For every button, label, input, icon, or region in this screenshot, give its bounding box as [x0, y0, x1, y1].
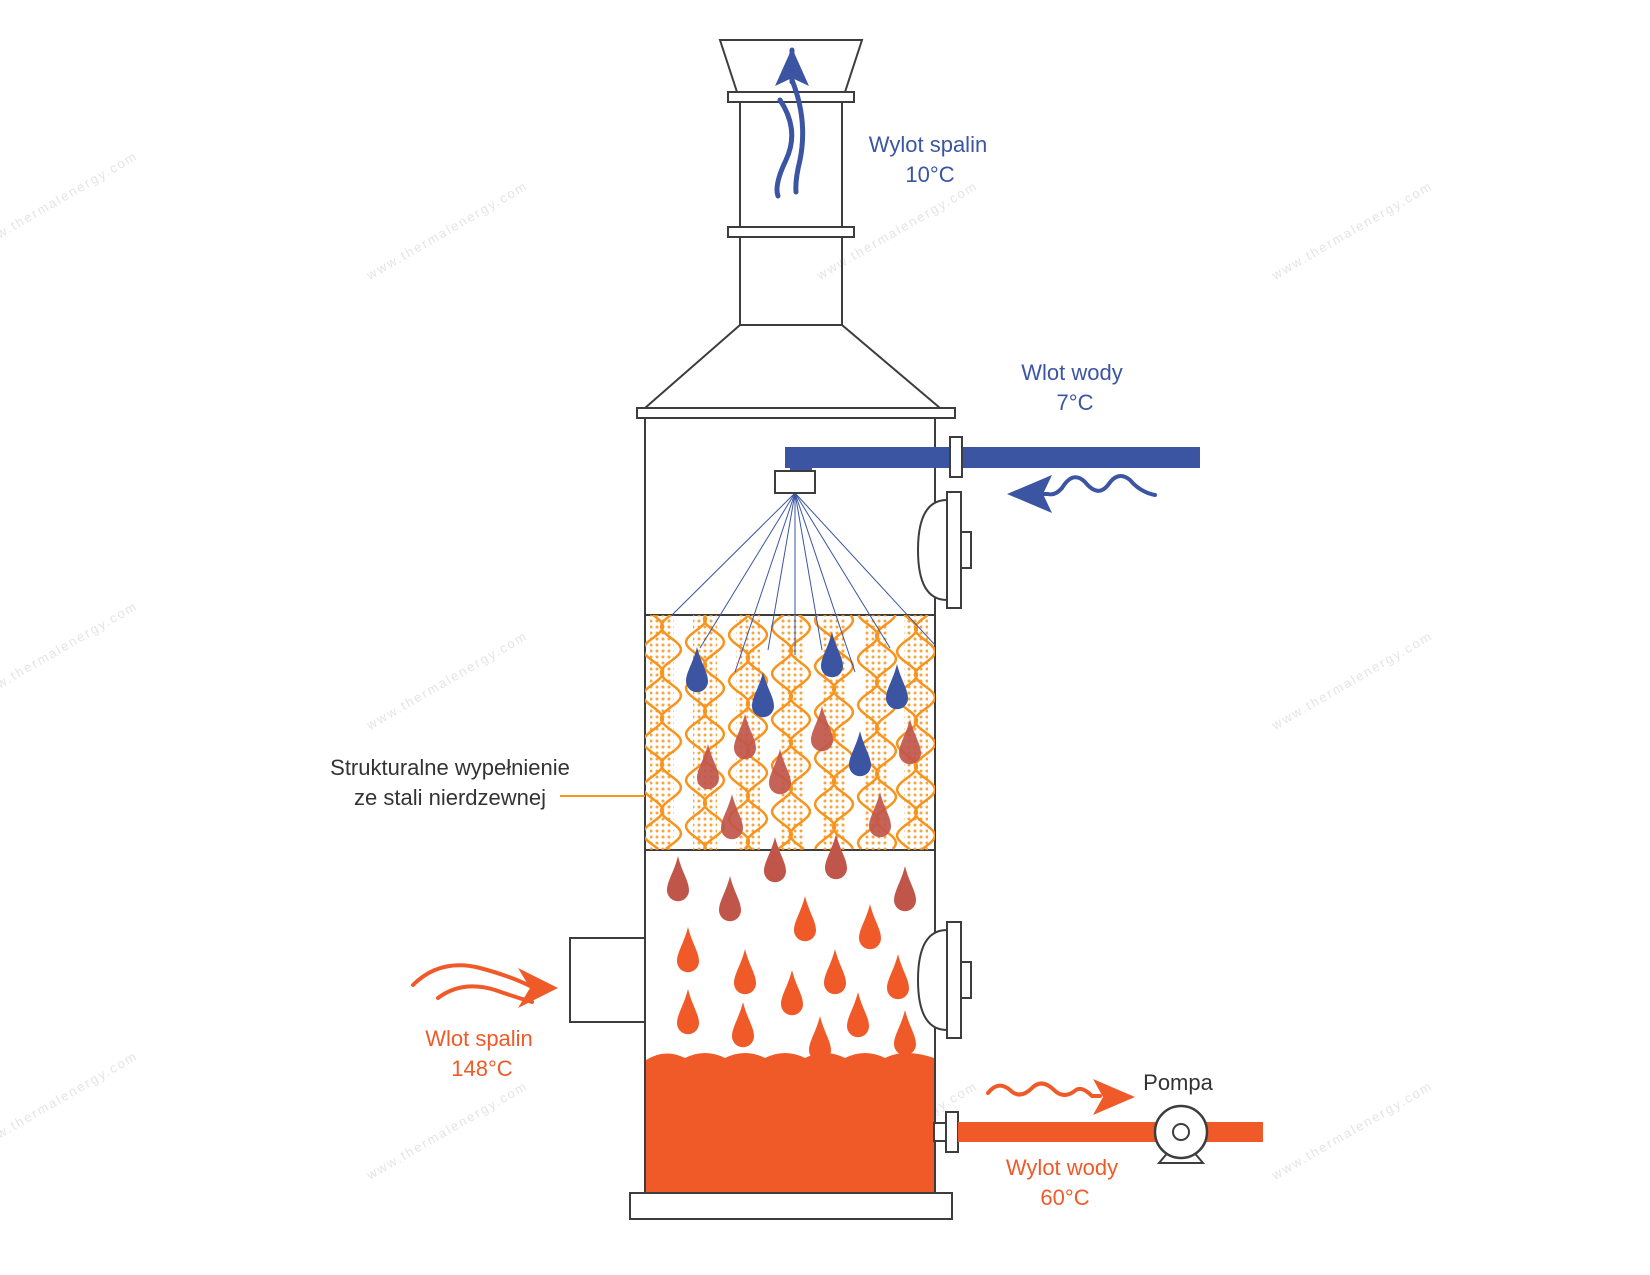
spray-line	[671, 492, 796, 616]
stack-pipe-lower	[739, 236, 843, 326]
spray-cone	[671, 492, 936, 673]
spray-line	[767, 492, 796, 651]
water-inlet-title: Wlot wody	[1021, 360, 1122, 385]
droplet	[869, 792, 891, 838]
exhaust-outlet-arrow	[774, 47, 809, 199]
exhaust-outlet-title: Wylot spalin	[869, 132, 987, 157]
droplet	[764, 837, 786, 883]
watermark: www.thermalenergy.com	[1268, 1078, 1435, 1183]
droplet	[734, 949, 756, 995]
droplet	[667, 856, 689, 902]
droplet	[811, 706, 833, 752]
droplet	[825, 834, 847, 880]
hot-water-sump	[646, 1053, 934, 1192]
droplet	[821, 632, 843, 678]
droplet	[794, 896, 816, 942]
droplet	[677, 927, 699, 973]
exhaust-inlet-temp: 148°C	[451, 1056, 513, 1081]
stack-cone	[642, 324, 943, 409]
label-water-inlet: Wlot wody 7°C	[1021, 360, 1122, 415]
spray-line	[699, 492, 796, 649]
watermark: www.thermalenergy.com	[0, 148, 140, 253]
label-packing: Strukturalne wypełnienie ze stali nierdz…	[330, 755, 570, 810]
exhaust-inlet-duct	[569, 937, 646, 1023]
exhaust-stack	[636, 39, 956, 419]
label-water-outlet: Wylot wody 60°C	[1006, 1155, 1118, 1210]
water-outlet-arrow	[986, 1079, 1135, 1115]
packing-wave	[788, 615, 812, 850]
droplet	[732, 1002, 754, 1048]
droplet	[719, 876, 741, 922]
droplet	[781, 970, 803, 1016]
droplet	[769, 749, 791, 795]
droplet	[899, 719, 921, 765]
droplet	[894, 866, 916, 912]
droplet	[849, 731, 871, 777]
spray-line	[794, 492, 891, 649]
droplet	[886, 664, 908, 710]
droplet	[734, 714, 756, 760]
droplet	[752, 672, 774, 718]
packing-wave	[659, 615, 683, 850]
stack-flange-bottom	[727, 226, 855, 238]
droplet	[809, 1016, 831, 1062]
watermark: www.thermalenergy.com	[1268, 178, 1435, 283]
exhaust-inlet-arrow	[411, 963, 558, 1008]
outlet-pipe	[958, 1122, 1263, 1142]
droplet	[894, 1010, 916, 1056]
droplet	[721, 794, 743, 840]
watermark: www.thermalenergy.com	[0, 1048, 140, 1153]
pump-icon	[1153, 1104, 1209, 1164]
exhaust-outlet-temp: 10°C	[905, 162, 954, 187]
inlet-flange	[949, 436, 963, 478]
droplets	[667, 632, 921, 1062]
spray-line	[794, 492, 856, 673]
watermark: www.thermalenergy.com	[363, 178, 530, 283]
column-base	[629, 1192, 953, 1220]
outlet-flange	[945, 1111, 959, 1153]
droplet	[697, 744, 719, 790]
packing-wave	[745, 615, 769, 850]
spray-line	[734, 492, 796, 673]
label-exhaust-inlet: Wlot spalin 148°C	[425, 1026, 533, 1081]
exhaust-inlet-title: Wlot spalin	[425, 1026, 533, 1051]
manhole-upper	[916, 491, 972, 609]
spray-line	[794, 492, 823, 651]
spray-nozzle	[774, 470, 816, 494]
column-top-flange	[636, 407, 956, 419]
watermark: www.thermalenergy.com	[1268, 628, 1435, 733]
watermark: www.thermalenergy.com	[363, 1078, 530, 1183]
water-outlet-pipe	[933, 1111, 1263, 1153]
spray-line	[794, 492, 936, 646]
packing-section	[644, 614, 936, 851]
manhole-lower	[916, 921, 972, 1039]
pump-label: Pompa	[1143, 1070, 1213, 1095]
droplet	[887, 954, 910, 1000]
packing-title: Strukturalne wypełnienie	[330, 755, 570, 780]
label-pump: Pompa	[1143, 1070, 1213, 1095]
watermark: www.thermalenergy.com	[363, 628, 530, 733]
label-exhaust-outlet: Wylot spalin 10°C	[869, 132, 987, 187]
stack-flange-top	[727, 91, 855, 103]
water-inlet-arrow	[1007, 474, 1157, 513]
packing-subtitle: ze stali nierdzewnej	[354, 785, 546, 810]
packing-wave	[913, 615, 935, 850]
water-inlet-pipe	[774, 436, 1200, 494]
water-outlet-temp: 60°C	[1040, 1185, 1089, 1210]
droplet	[859, 904, 881, 950]
droplet	[686, 647, 708, 693]
droplet	[824, 949, 846, 995]
packing-wave	[831, 615, 855, 850]
water-outlet-title: Wylot wody	[1006, 1155, 1118, 1180]
packing-wave	[645, 615, 665, 850]
watermark: www.thermalenergy.com	[0, 598, 140, 703]
droplet	[847, 992, 869, 1038]
inlet-pipe	[785, 447, 1200, 468]
water-inlet-temp: 7°C	[1057, 390, 1094, 415]
droplet	[677, 989, 699, 1035]
packing-wave	[702, 615, 726, 850]
